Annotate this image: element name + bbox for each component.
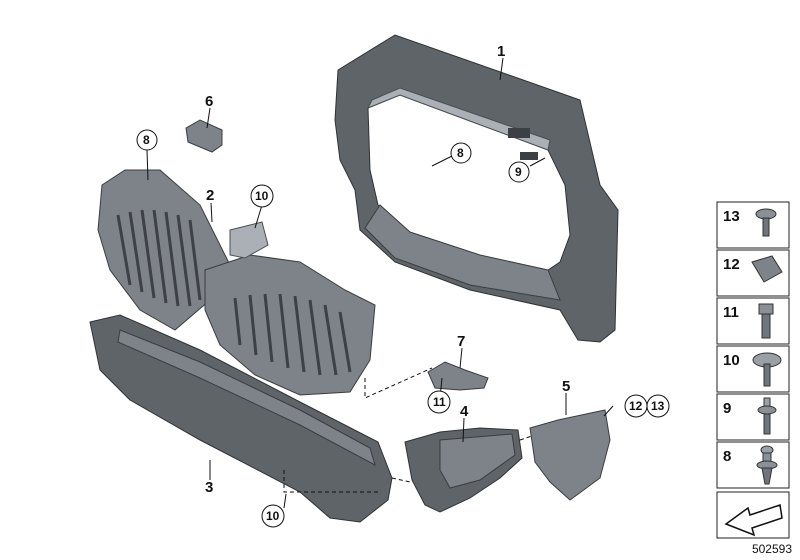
svg-text:13: 13 <box>723 208 740 225</box>
part-4-face <box>439 433 516 489</box>
callout-10-bottom: 10 <box>261 504 285 528</box>
part-2-grille <box>97 169 376 396</box>
callout-9: 9 <box>508 161 530 183</box>
grille-slats-right <box>233 293 352 376</box>
callout-3: 3 <box>205 479 213 496</box>
washer-screw-icon <box>752 352 782 387</box>
push-rivet-icon <box>757 397 777 435</box>
svg-text:9: 9 <box>515 165 522 179</box>
svg-text:10: 10 <box>255 189 269 203</box>
svg-text:13: 13 <box>651 399 665 413</box>
callout-5: 5 <box>562 378 570 395</box>
fastener-legend: 13 12 11 10 9 8 <box>716 201 790 539</box>
svg-text:8: 8 <box>143 133 150 147</box>
part-5-air-guide <box>529 409 611 501</box>
svg-text:10: 10 <box>266 509 280 523</box>
callout-4: 4 <box>460 403 469 420</box>
part-3-lower-duct <box>89 314 393 523</box>
leader-lines <box>146 57 614 509</box>
svg-text:8: 8 <box>457 146 464 160</box>
document-number: 502593 <box>751 542 792 556</box>
screw-icon <box>755 208 777 237</box>
callout-8-frame: 8 <box>450 142 472 164</box>
callout-8-grille: 8 <box>136 129 158 151</box>
expanding-rivet-icon <box>756 445 778 485</box>
clip-nut-icon <box>751 255 783 283</box>
svg-text:12: 12 <box>629 399 643 413</box>
svg-text:11: 11 <box>433 395 446 409</box>
bolt-icon <box>758 303 774 339</box>
callout-1: 1 <box>497 43 505 60</box>
callout-7: 7 <box>457 333 465 350</box>
part-1-frame <box>334 34 619 343</box>
grille-slats-left <box>116 209 202 307</box>
svg-text:12: 12 <box>723 256 740 273</box>
svg-text:8: 8 <box>723 448 731 465</box>
callout-12: 12 <box>624 394 648 418</box>
arrow-right-icon[interactable] <box>724 504 783 537</box>
svg-text:9: 9 <box>723 400 731 417</box>
part-3-top-face <box>117 329 376 467</box>
callout-11: 11 <box>427 390 451 414</box>
part-7-bracket <box>427 361 489 391</box>
part-6-clip <box>185 119 223 153</box>
callout-2: 2 <box>206 187 214 204</box>
legend-row-9 <box>716 393 790 441</box>
legend-row-10 <box>716 345 790 393</box>
legend-row-11 <box>716 297 790 345</box>
callout-13: 13 <box>646 394 670 418</box>
callout-6: 6 <box>205 93 213 110</box>
callout-10-top: 10 <box>250 184 274 208</box>
legend-row-13 <box>716 201 790 249</box>
svg-text:10: 10 <box>723 352 740 369</box>
svg-text:11: 11 <box>723 304 739 321</box>
dashed-assembly-lines <box>283 367 533 493</box>
